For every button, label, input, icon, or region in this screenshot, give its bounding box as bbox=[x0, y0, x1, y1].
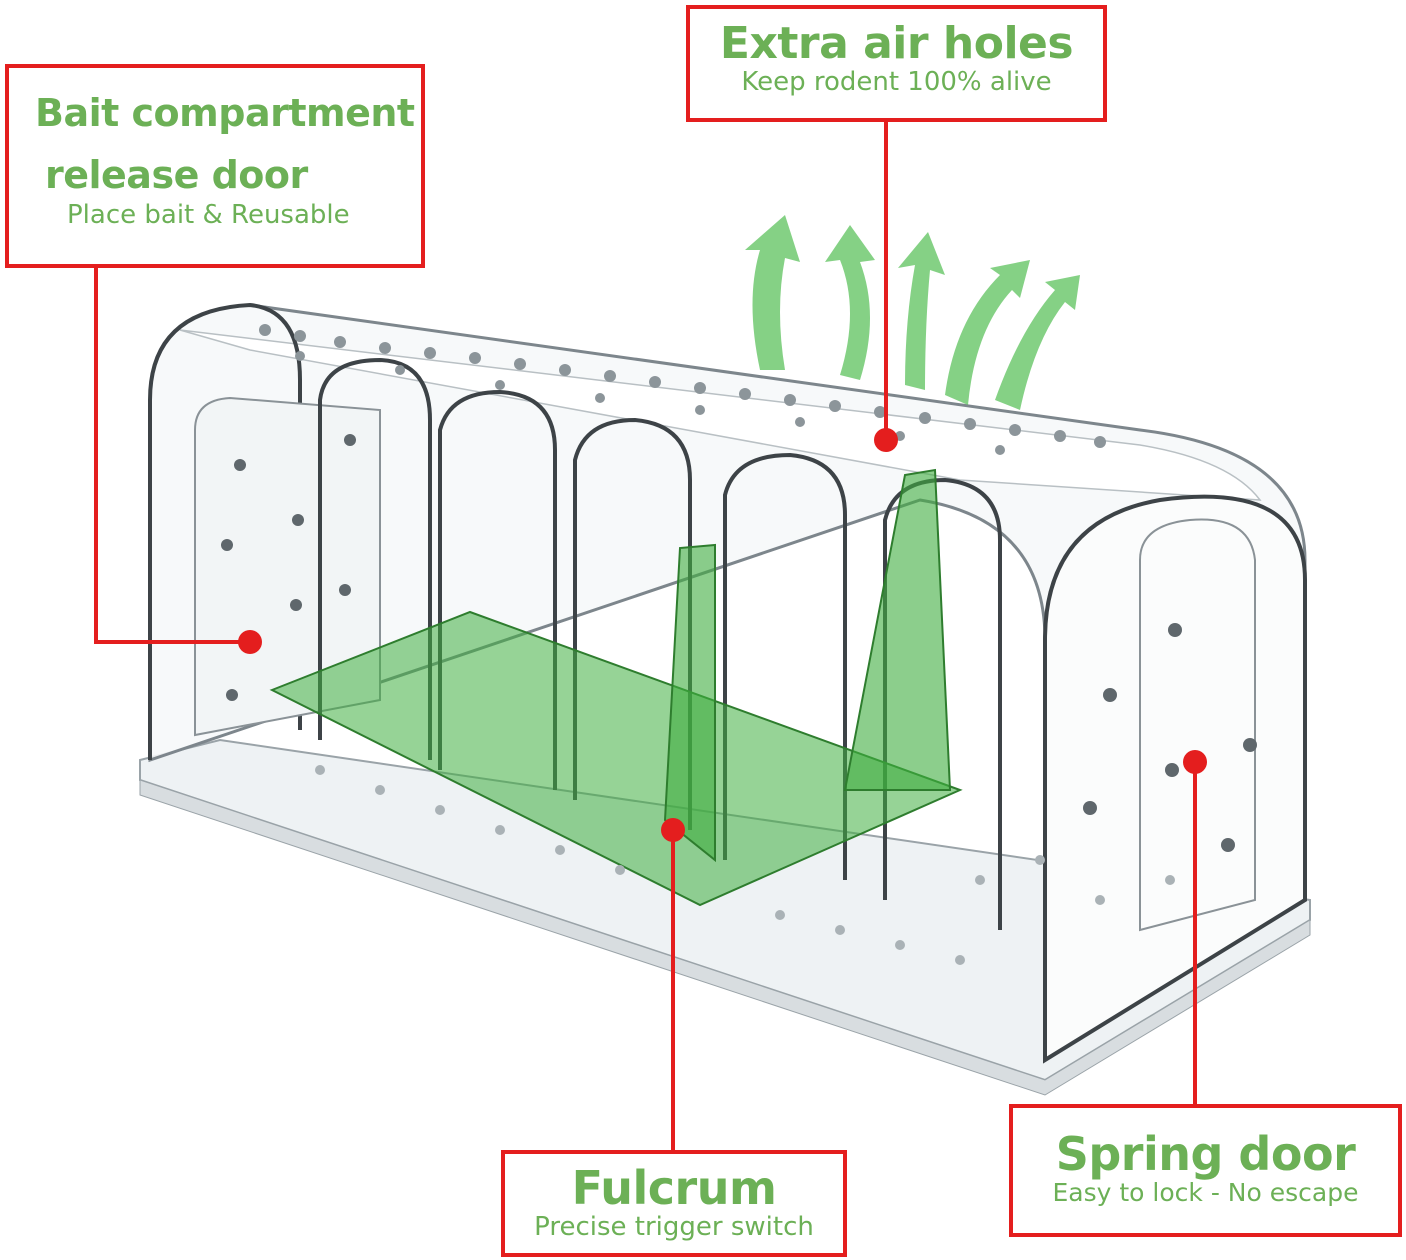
spring-door-panel bbox=[1139, 518, 1256, 932]
red-dot-icon bbox=[238, 428, 1207, 842]
trigger-fin-left bbox=[663, 543, 716, 863]
callout-spring-door-subtitle: Easy to lock - No escape bbox=[1052, 1178, 1359, 1208]
trap-top bbox=[179, 329, 1262, 501]
callout-fulcrum: Fulcrum Precise trigger switch bbox=[501, 1150, 847, 1257]
air-holes bbox=[259, 324, 1106, 455]
bait-door-panel bbox=[194, 396, 381, 737]
callout-bait-door: Bait compartment release door Place bait… bbox=[5, 64, 425, 268]
door-holes bbox=[221, 434, 1257, 852]
callout-spring-door: Spring door Easy to lock - No escape bbox=[1009, 1104, 1402, 1237]
spring-door-frame bbox=[1043, 494, 1307, 1064]
callout-air-holes-subtitle: Keep rodent 100% alive bbox=[741, 67, 1052, 98]
callout-bait-door-title-line1: Bait compartment bbox=[35, 91, 415, 135]
floor-holes bbox=[315, 765, 1175, 965]
bait-door-frame bbox=[148, 302, 302, 760]
callout-fulcrum-subtitle: Precise trigger switch bbox=[534, 1212, 814, 1243]
trigger-fin-right bbox=[843, 468, 952, 791]
leader-lines bbox=[94, 120, 1197, 1152]
callout-bait-door-subtitle: Place bait & Reusable bbox=[67, 199, 350, 230]
callout-bait-door-title-line2: release door bbox=[45, 152, 308, 197]
up-arrow-icon bbox=[745, 215, 1080, 410]
callout-fulcrum-title: Fulcrum bbox=[571, 1161, 777, 1215]
trap-ribs bbox=[318, 357, 1002, 930]
trap-base-front-edge bbox=[139, 779, 1311, 1096]
trigger-plate bbox=[269, 610, 963, 907]
callout-air-holes-title: Extra air holes bbox=[719, 18, 1074, 69]
callout-spring-door-title: Spring door bbox=[1055, 1127, 1356, 1181]
callout-air-holes: Extra air holes Keep rodent 100% alive bbox=[686, 5, 1107, 122]
